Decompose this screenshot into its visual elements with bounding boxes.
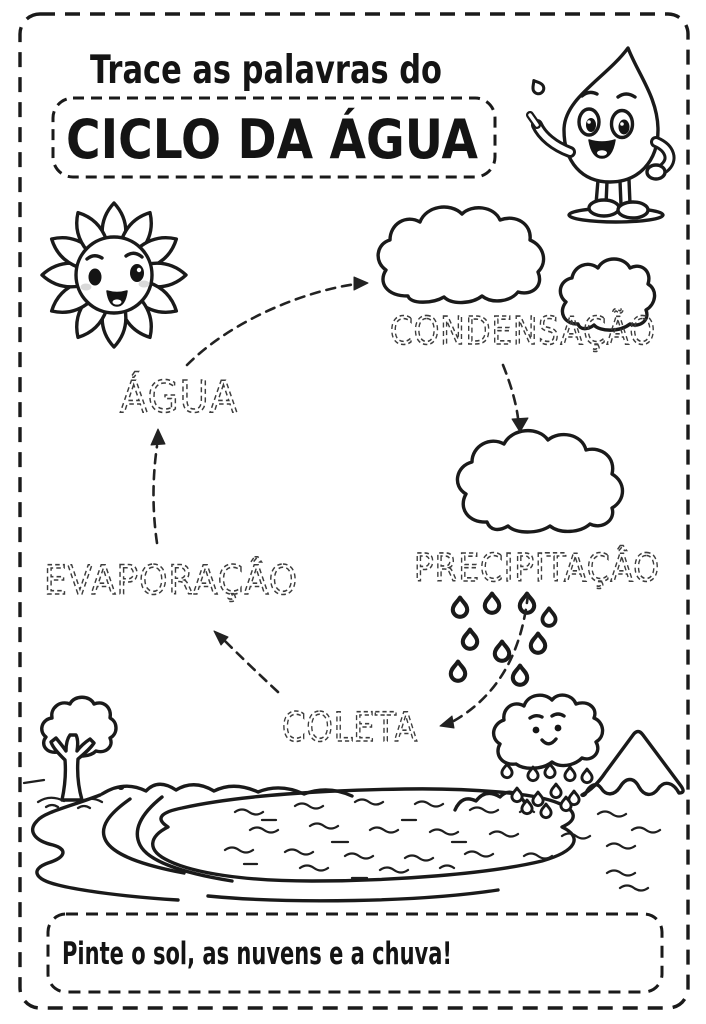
trace-word-agua: ÁGUA — [120, 370, 238, 423]
sun-character — [40, 201, 188, 349]
lake — [151, 787, 576, 903]
water-drop-mascot — [526, 46, 676, 224]
sun-blush-right — [138, 280, 150, 288]
water-waves-right — [522, 810, 662, 892]
sun-eye-right — [130, 264, 144, 282]
rain-cloud-eye-right — [554, 724, 562, 732]
mascot-shoe-right — [616, 200, 650, 220]
page-dashed-border — [18, 12, 690, 1010]
mascot-eyebrows — [580, 90, 637, 99]
instruction-dashed-box — [46, 912, 664, 994]
rain-drops-coleta — [500, 762, 594, 820]
arrow-agua-to-condensacao — [185, 276, 369, 367]
rain-cloud-eyebrows — [528, 712, 566, 720]
heading-dashed-box — [51, 96, 497, 179]
mascot-legs — [594, 178, 632, 207]
landscape — [22, 693, 685, 903]
sun-mouth — [106, 290, 128, 307]
mascot-droplet-icon — [527, 76, 548, 98]
arrow-condensacao-to-precipitacao — [501, 363, 529, 433]
cycle-arrows — [150, 276, 530, 729]
instruction-text: Pinte o sol, as nuvens e a chuva! — [62, 936, 452, 972]
trace-word-precipitacao: PRECIPITAÇÂO — [414, 546, 660, 590]
trace-word-coleta: COLETA — [282, 705, 418, 751]
arrow-evaporacao-to-agua — [150, 428, 166, 545]
horizon-dash — [22, 778, 46, 785]
water-waves — [223, 798, 536, 880]
lake-right-mound — [453, 790, 527, 812]
condensation-clouds — [376, 205, 657, 332]
smiling-rain-cloud — [492, 693, 605, 820]
far-shore — [100, 782, 354, 798]
lake-outline — [151, 787, 576, 883]
trace-word-evaporacao: EVAPORAÇÂO — [44, 556, 298, 604]
trace-word-condensacao: CONDENSAÇÃO — [390, 309, 656, 353]
mascot-hip-arm — [645, 136, 676, 181]
sun-eyebrows — [85, 251, 144, 261]
sun-blush-left — [80, 283, 92, 291]
large-cloud — [376, 205, 546, 305]
mascot-pointing-arm — [526, 111, 576, 158]
shore-pebble — [118, 786, 124, 790]
rain-cloud-smile — [540, 737, 558, 746]
page-title: Trace as palavras do — [90, 48, 442, 93]
small-cloud — [558, 257, 657, 332]
arrow-coleta-to-evaporacao — [213, 630, 280, 694]
river — [31, 793, 234, 902]
tree-trunk — [49, 733, 96, 802]
lake-lower-shore — [206, 888, 500, 903]
mascot-face — [577, 90, 637, 159]
rain-cloud — [455, 429, 625, 534]
sun-eye-left — [88, 268, 102, 286]
heading-text: CICLO DA ÁGUA — [66, 108, 478, 171]
mascot-body — [562, 46, 660, 184]
arrow-precipitacao-to-coleta — [439, 592, 530, 729]
mascot-mouth — [588, 139, 616, 159]
mascot-shoe-left — [587, 198, 621, 218]
rain-cloud-eye-left — [532, 726, 540, 734]
mountain — [580, 729, 685, 798]
